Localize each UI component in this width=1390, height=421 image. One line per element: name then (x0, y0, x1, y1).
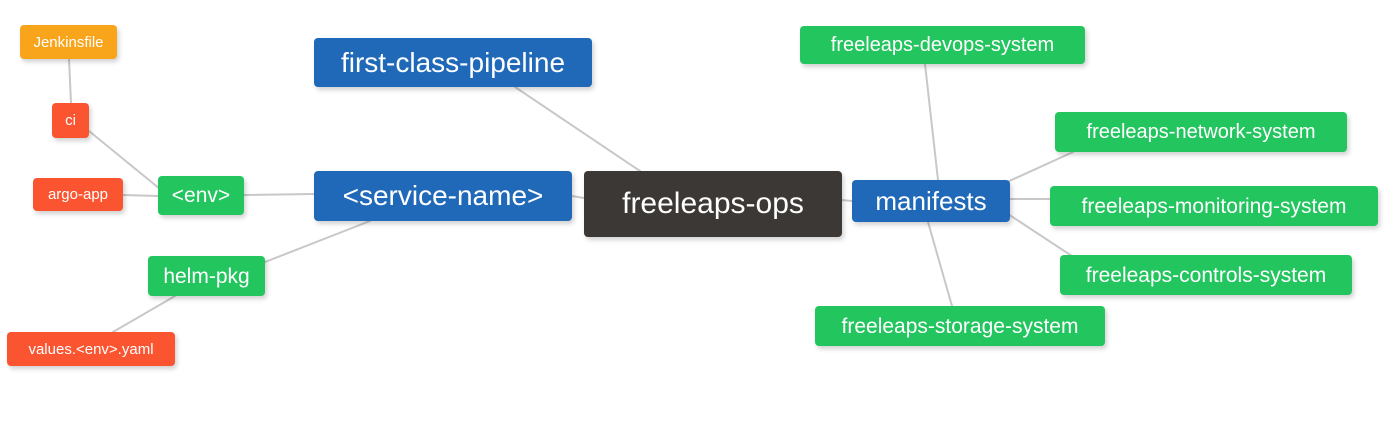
mindmap-node-jenkinsfile[interactable]: Jenkinsfile (20, 25, 117, 59)
edge-network-system-to-manifests (1004, 151, 1074, 184)
edge-argo-app-to-env (122, 194, 159, 197)
mindmap-node-label: freeleaps-network-system (1086, 121, 1316, 143)
mindmap-node-freeleaps-ops[interactable]: freeleaps-ops (584, 171, 842, 237)
mindmap-node-label: argo-app (47, 186, 109, 203)
mindmap-node-controls-system[interactable]: freeleaps-controls-system (1060, 255, 1352, 295)
mindmap-node-monitoring-system[interactable]: freeleaps-monitoring-system (1050, 186, 1378, 226)
mindmap-node-devops-system[interactable]: freeleaps-devops-system (800, 26, 1085, 64)
mindmap-node-service-name[interactable]: <service-name> (314, 171, 572, 221)
mindmap-node-label: freeleaps-devops-system (830, 34, 1055, 56)
edge-env-to-service-name (243, 193, 315, 196)
mindmap-node-first-class-pipeline[interactable]: first-class-pipeline (314, 38, 592, 87)
mindmap-node-label: values.<env>.yaml (28, 340, 154, 358)
mindmap-node-label: helm-pkg (163, 264, 250, 288)
mindmap-node-label: freeleaps-controls-system (1085, 263, 1327, 287)
edge-freeleaps-ops-to-manifests (841, 199, 853, 202)
mindmap-node-helm-pkg[interactable]: helm-pkg (148, 256, 265, 296)
mindmap-node-label: ci (65, 112, 76, 129)
edge-service-name-to-freeleaps-ops (571, 195, 585, 199)
mindmap-node-env[interactable]: <env> (158, 176, 244, 215)
mindmap-node-label: Jenkinsfile (33, 33, 104, 51)
mindmap-node-network-system[interactable]: freeleaps-network-system (1055, 112, 1347, 152)
mindmap-node-values-yaml[interactable]: values.<env>.yaml (7, 332, 175, 366)
mindmap-node-manifests[interactable]: manifests (852, 180, 1010, 222)
edge-helm-pkg-to-service-name (264, 220, 371, 263)
mindmap-node-ci[interactable]: ci (52, 103, 89, 138)
edge-values-yaml-to-helm-pkg (112, 295, 176, 333)
mindmap-node-argo-app[interactable]: argo-app (33, 178, 123, 211)
mindmap-node-label: <env> (171, 184, 231, 207)
mindmap-node-label: manifests (875, 186, 987, 216)
mindmap-node-label: first-class-pipeline (340, 46, 566, 78)
edge-jenkinsfile-to-ci (68, 58, 72, 104)
mindmap-node-label: <service-name> (342, 180, 544, 211)
edge-devops-system-to-manifests (924, 63, 939, 181)
mindmap-node-label: freeleaps-ops (622, 187, 804, 220)
mindmap-node-label: freeleaps-monitoring-system (1081, 194, 1347, 218)
mindmap-node-storage-system[interactable]: freeleaps-storage-system (815, 306, 1105, 346)
edge-first-class-pipeline-to-freeleaps-ops (514, 86, 641, 172)
edge-storage-system-to-manifests (927, 221, 953, 307)
mindmap-node-label: freeleaps-storage-system (841, 314, 1079, 338)
